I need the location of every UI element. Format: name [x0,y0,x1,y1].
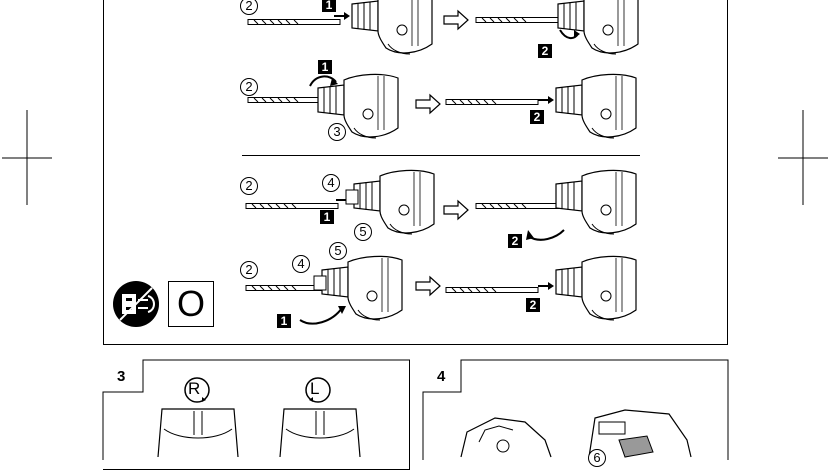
callout-row4-slot: 5 [329,242,347,260]
step-row3-1: 1 [320,210,334,224]
crop-mark-left [2,110,52,205]
step-row1-1: 1 [322,0,336,12]
row-divider [242,155,640,156]
step-row3-2: 2 [508,234,522,248]
figure-top-frame [103,0,728,345]
step-row1-2: 2 [538,44,552,58]
figure-4-number: 4 [437,368,446,385]
callout-row3-collar: 4 [322,174,340,192]
drill-bit-illustration [245,0,639,325]
callout-fig4: 6 [588,449,606,467]
figure-3-border [102,359,410,460]
figure-3-number: 3 [117,368,126,385]
callout-row1-bit: 2 [240,0,258,15]
callout-row2-sleeve: 3 [328,123,346,141]
crop-mark-right [778,110,828,205]
unplug-icon [113,281,159,327]
step-row4-2: 2 [526,298,540,312]
callout-row2-bit: 2 [240,78,258,96]
callout-row4-collar: 4 [292,255,310,273]
step-row2-2: 2 [530,110,544,124]
switch-off-label: O [176,283,205,324]
rotation-left-label: L [310,379,320,398]
drill-rear-views [157,408,361,458]
callout-row3-bit: 2 [240,177,258,195]
figure-4-border [422,359,729,460]
drill-top-views [460,409,692,458]
rotation-right-label: R [188,379,201,398]
rotation-left-icon [305,377,331,403]
step-row2-1: 1 [318,60,332,74]
callout-row4-bit: 2 [240,261,258,279]
rotation-right-icon [184,377,210,403]
switch-off-symbol: O [168,281,214,327]
callout-row3-slot: 5 [354,223,372,241]
step-row4-1: 1 [277,314,291,328]
